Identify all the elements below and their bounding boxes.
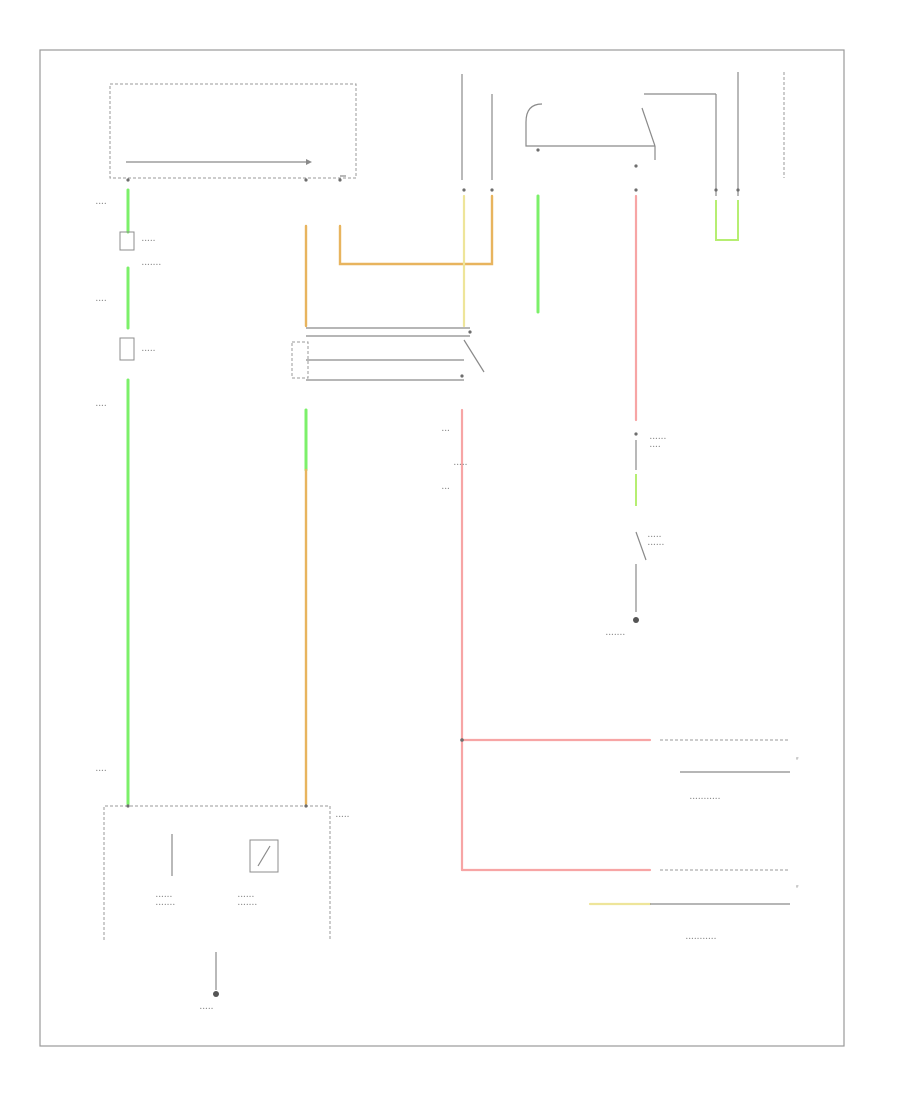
right-outputs: # # • • • • • • • • • • • • • • • • • • … bbox=[588, 739, 799, 941]
svg-text:• • • •: • • • • bbox=[96, 298, 106, 303]
diagram-frame bbox=[39, 49, 845, 1047]
svg-text:• • • • •: • • • • • bbox=[142, 238, 155, 243]
top-center-feed bbox=[461, 74, 494, 192]
top-right-switch-circuit bbox=[525, 72, 785, 241]
connector-icon bbox=[119, 337, 135, 361]
svg-text:• • • •: • • • • bbox=[96, 768, 106, 773]
ground-icon bbox=[213, 991, 219, 997]
center-switch-block bbox=[291, 327, 485, 381]
svg-text:#: # bbox=[796, 756, 799, 761]
svg-text:• • • • •: • • • • • bbox=[142, 348, 155, 353]
svg-text:• • • •: • • • • bbox=[96, 201, 106, 206]
svg-text:• • • • • • •: • • • • • • • bbox=[606, 632, 625, 637]
relay-icon bbox=[291, 341, 309, 379]
svg-text:• • • • • • •: • • • • • • • bbox=[238, 902, 257, 907]
top-left-control-unit bbox=[109, 83, 357, 182]
svg-text:• • • • • • • • • • •: • • • • • • • • • • • bbox=[686, 936, 716, 941]
svg-text:• • •: • • • bbox=[442, 428, 450, 433]
relay-icon bbox=[249, 839, 279, 873]
svg-text:• • • • • •: • • • • • • bbox=[238, 894, 254, 899]
svg-text:• • • • • • • • • • •: • • • • • • • • • • • bbox=[690, 796, 720, 801]
connector-icon bbox=[119, 231, 135, 251]
svg-text:• • • • •: • • • • • bbox=[336, 814, 349, 819]
svg-text:• • • • •: • • • • • bbox=[454, 462, 467, 467]
svg-text:• • • • • •: • • • • • • bbox=[648, 542, 664, 547]
svg-text:• • • • • •: • • • • • • bbox=[650, 436, 666, 441]
right-pink-circuit: • • • • • • • • • • • • • • • • • • • • … bbox=[606, 194, 666, 637]
orange-circuit bbox=[304, 194, 494, 806]
left-green-circuit: • • • • • • • • • • • • • • • • • • • • … bbox=[96, 188, 161, 806]
svg-text:• • • • •: • • • • • bbox=[648, 534, 661, 539]
pink-circuit: • • • • • • • • • • • bbox=[442, 408, 652, 872]
svg-text:• • •: • • • bbox=[442, 486, 450, 491]
svg-text:• • • •: • • • • bbox=[650, 444, 660, 449]
switch-icon bbox=[635, 531, 647, 561]
svg-text:• • • • •: • • • • • bbox=[200, 1006, 213, 1011]
svg-text:• • • • • •: • • • • • • bbox=[156, 894, 172, 899]
ground-icon bbox=[633, 617, 639, 623]
svg-text:• • • • • • •: • • • • • • • bbox=[156, 902, 175, 907]
svg-text:#: # bbox=[796, 884, 799, 889]
svg-text:• • • •: • • • • bbox=[96, 403, 106, 408]
bottom-left-module: • • • • • • • • • • • • • • • • • • • • … bbox=[103, 804, 349, 1011]
svg-text:• • • • • • •: • • • • • • • bbox=[142, 262, 161, 267]
